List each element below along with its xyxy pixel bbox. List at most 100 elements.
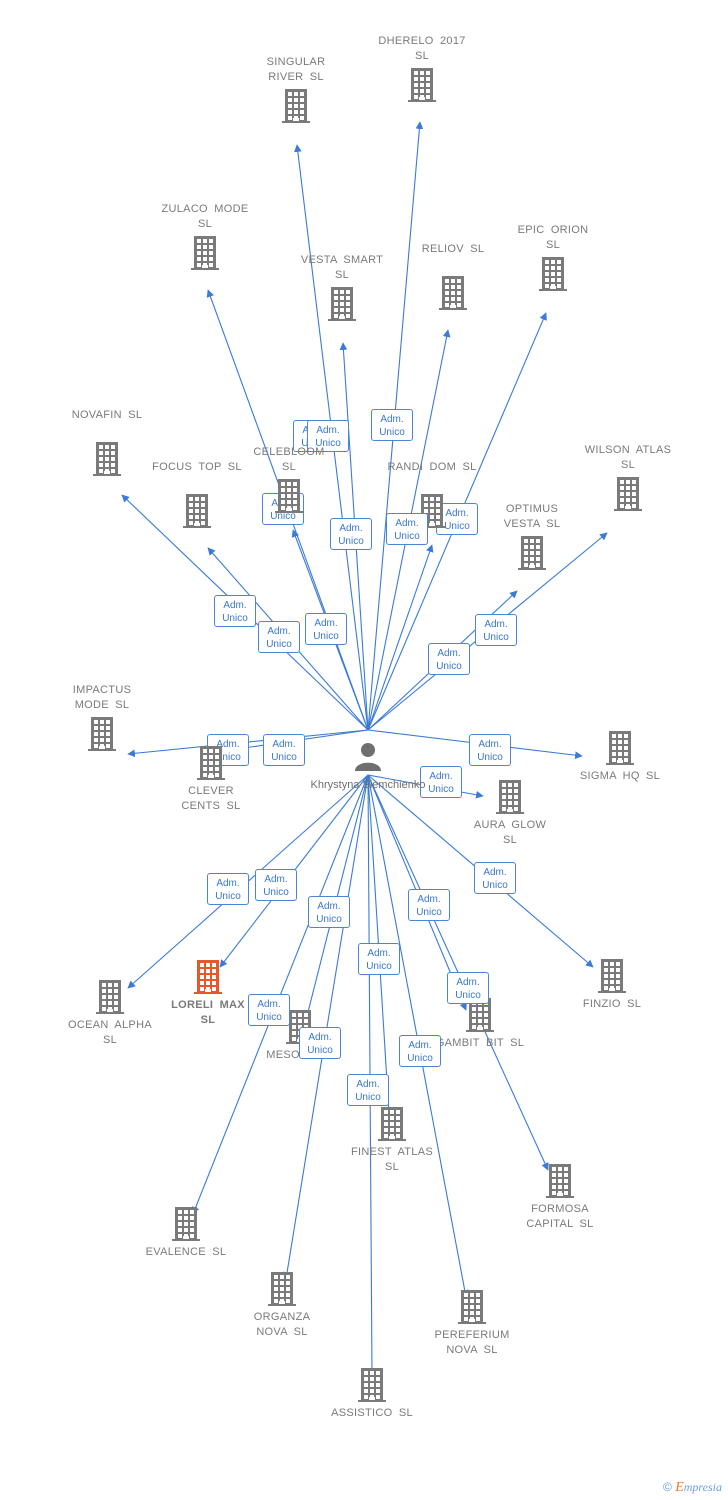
role-badge-formosa-capital[interactable]: Adm.Unico [447, 972, 489, 1004]
building-icon[interactable] [605, 729, 635, 765]
company-label-aura-glow[interactable]: AURA GLOW SL [473, 819, 547, 846]
role-line2: Unico [444, 521, 470, 532]
building-icon[interactable] [438, 274, 468, 310]
role-line1: Adm. [367, 948, 391, 959]
role-badge-pereferium-nova[interactable]: Adm.Unico [399, 1035, 441, 1067]
building-icon[interactable] [171, 1205, 201, 1241]
role-line1: Adm. [272, 739, 296, 750]
company-label-focus-top[interactable]: FOCUS TOP SL [152, 461, 242, 473]
building-icon[interactable] [613, 475, 643, 511]
role-line2: Unico [270, 511, 296, 522]
role-badge-evalence[interactable]: Adm.Unico [248, 994, 290, 1026]
building-icon[interactable] [196, 744, 226, 780]
company-label-assistico[interactable]: ASSISTICO SL [331, 1407, 413, 1419]
role-badge-gambit-bit[interactable]: Adm.Unico [408, 889, 450, 921]
role-badge-sigma-hq[interactable]: Adm.Unico [469, 734, 511, 766]
role-badge-mesofa[interactable]: Adm.Unico [308, 896, 350, 928]
role-line2: Unico [436, 661, 462, 672]
edge-randi-dom [367, 544, 434, 731]
role-line1: Adm. [429, 771, 453, 782]
role-badge-wilson-atlas[interactable]: Adm.Unico [475, 614, 517, 646]
building-icon[interactable] [92, 440, 122, 476]
building-icon[interactable] [281, 87, 311, 123]
building-icon[interactable] [327, 285, 357, 321]
role-badge-focus-top[interactable]: Adm.Unico [258, 621, 300, 653]
role-line2: Unico [307, 1045, 333, 1056]
role-line2: Unico [215, 891, 241, 902]
company-label-finzio[interactable]: FINZIO SL [582, 998, 642, 1010]
building-icon[interactable] [495, 778, 525, 814]
building-icon[interactable] [87, 715, 117, 751]
role-line2: Unico [366, 961, 392, 972]
role-badge-vesta-smart[interactable]: Adm. Unico [307, 420, 349, 452]
company-label-optimus-vesta[interactable]: OPTIMUS VESTA SL [503, 503, 561, 530]
building-icon[interactable] [190, 234, 220, 270]
company-label-gambit-bit[interactable]: GAMBIT BIT SL [435, 1037, 525, 1049]
building-icon[interactable] [538, 255, 568, 291]
company-label-vesta-smart[interactable]: VESTA SMART SL [300, 254, 384, 281]
role-badge-aura-glow[interactable]: Adm.Unico [420, 766, 462, 798]
company-label-zulaco-mode[interactable]: ZULACO MODE SL [161, 203, 249, 230]
role-badge-finest-atlas[interactable]: Adm. Unico [358, 943, 400, 975]
building-icon[interactable] [95, 978, 125, 1014]
role-line1: Adm. [408, 1040, 432, 1051]
company-label-finest-atlas[interactable]: FINEST ATLAS SL [351, 1146, 433, 1173]
building-icon[interactable] [182, 492, 212, 528]
company-label-sigma-hq[interactable]: SIGMA HQ SL [579, 770, 661, 782]
building-icon[interactable] [597, 957, 627, 993]
role-badge-randi-dom[interactable]: Adm. Unico [386, 513, 428, 545]
center-person-name[interactable]: Khrystyna Siemchienko [310, 779, 426, 791]
person-icon[interactable] [352, 740, 384, 772]
company-label-celebloom[interactable]: CELEBLOOM SL [253, 446, 325, 473]
company-label-formosa-capital[interactable]: FORMOSA CAPITAL SL [526, 1203, 594, 1230]
role-badge-loreli-max[interactable]: Adm.Unico [255, 869, 297, 901]
role-badge-clever-cents[interactable]: Adm.Unico [263, 734, 305, 766]
building-icon[interactable] [545, 1162, 575, 1198]
company-label-singular-river[interactable]: SINGULAR RIVER SL [266, 56, 326, 83]
building-icon-highlight[interactable] [193, 958, 223, 994]
company-label-novafin[interactable]: NOVAFIN SL [71, 409, 143, 421]
role-line2: Unico [355, 1092, 381, 1103]
company-label-epic-orion[interactable]: EPIC ORION SL [517, 224, 589, 251]
role-badge-celebloom[interactable]: Adm.Unico [305, 613, 347, 645]
role-badge-novafin[interactable]: Adm.Unico [214, 595, 256, 627]
role-badge-dherelo-2017[interactable]: Adm.Unico [371, 409, 413, 441]
copyright-symbol: © [663, 1480, 672, 1494]
role-line2: Unico [416, 907, 442, 918]
role-line1: Adm. [380, 414, 404, 425]
role-badge-ocean-alpha[interactable]: Adm. Unico [207, 873, 249, 905]
company-label-loreli-max[interactable]: LORELI MAX SL [171, 999, 245, 1026]
role-line1: Adm. [395, 518, 419, 529]
role-line2: Unico [263, 887, 289, 898]
role-badge-reliov[interactable]: Adm.Unico [330, 518, 372, 550]
company-label-dherelo-2017[interactable]: DHERELO 2017 SL [378, 35, 466, 62]
role-badge-optimus-vesta[interactable]: Adm.Unico [428, 643, 470, 675]
company-label-pereferium-nova[interactable]: PEREFERIUM NOVA SL [434, 1329, 510, 1356]
company-label-clever-cents[interactable]: CLEVER CENTS SL [181, 785, 241, 812]
company-label-evalence[interactable]: EVALENCE SL [145, 1246, 227, 1258]
role-line1: Adm. [316, 425, 340, 436]
role-line1: Adm. [216, 739, 240, 750]
company-label-ocean-alpha[interactable]: OCEAN ALPHA SL [68, 1019, 152, 1046]
company-label-reliov[interactable]: RELIOV SL [421, 243, 485, 255]
role-line2: Unico [394, 531, 420, 542]
role-badge-finzio[interactable]: Adm.Unico [474, 862, 516, 894]
role-line2: Unico [455, 990, 481, 1001]
role-line2: Unico [483, 632, 509, 643]
building-icon[interactable] [457, 1288, 487, 1324]
building-icon[interactable] [274, 477, 304, 513]
role-badge-assistico[interactable]: Adm. Unico [347, 1074, 389, 1106]
company-label-impactus-mode[interactable]: IMPACTUS MODE SL [72, 684, 132, 711]
building-icon[interactable] [377, 1105, 407, 1141]
role-line2: Unico [315, 438, 341, 449]
role-badge-organza-nova[interactable]: Adm.Unico [299, 1027, 341, 1059]
role-line1: Adm. [216, 878, 240, 889]
role-line1: Adm. [356, 1079, 380, 1090]
building-icon[interactable] [357, 1366, 387, 1402]
building-icon[interactable] [267, 1270, 297, 1306]
building-icon[interactable] [407, 66, 437, 102]
company-label-organza-nova[interactable]: ORGANZA NOVA SL [253, 1311, 311, 1338]
building-icon[interactable] [517, 534, 547, 570]
company-label-randi-dom[interactable]: RANDI DOM SL [387, 461, 477, 473]
company-label-wilson-atlas[interactable]: WILSON ATLAS SL [584, 444, 672, 471]
